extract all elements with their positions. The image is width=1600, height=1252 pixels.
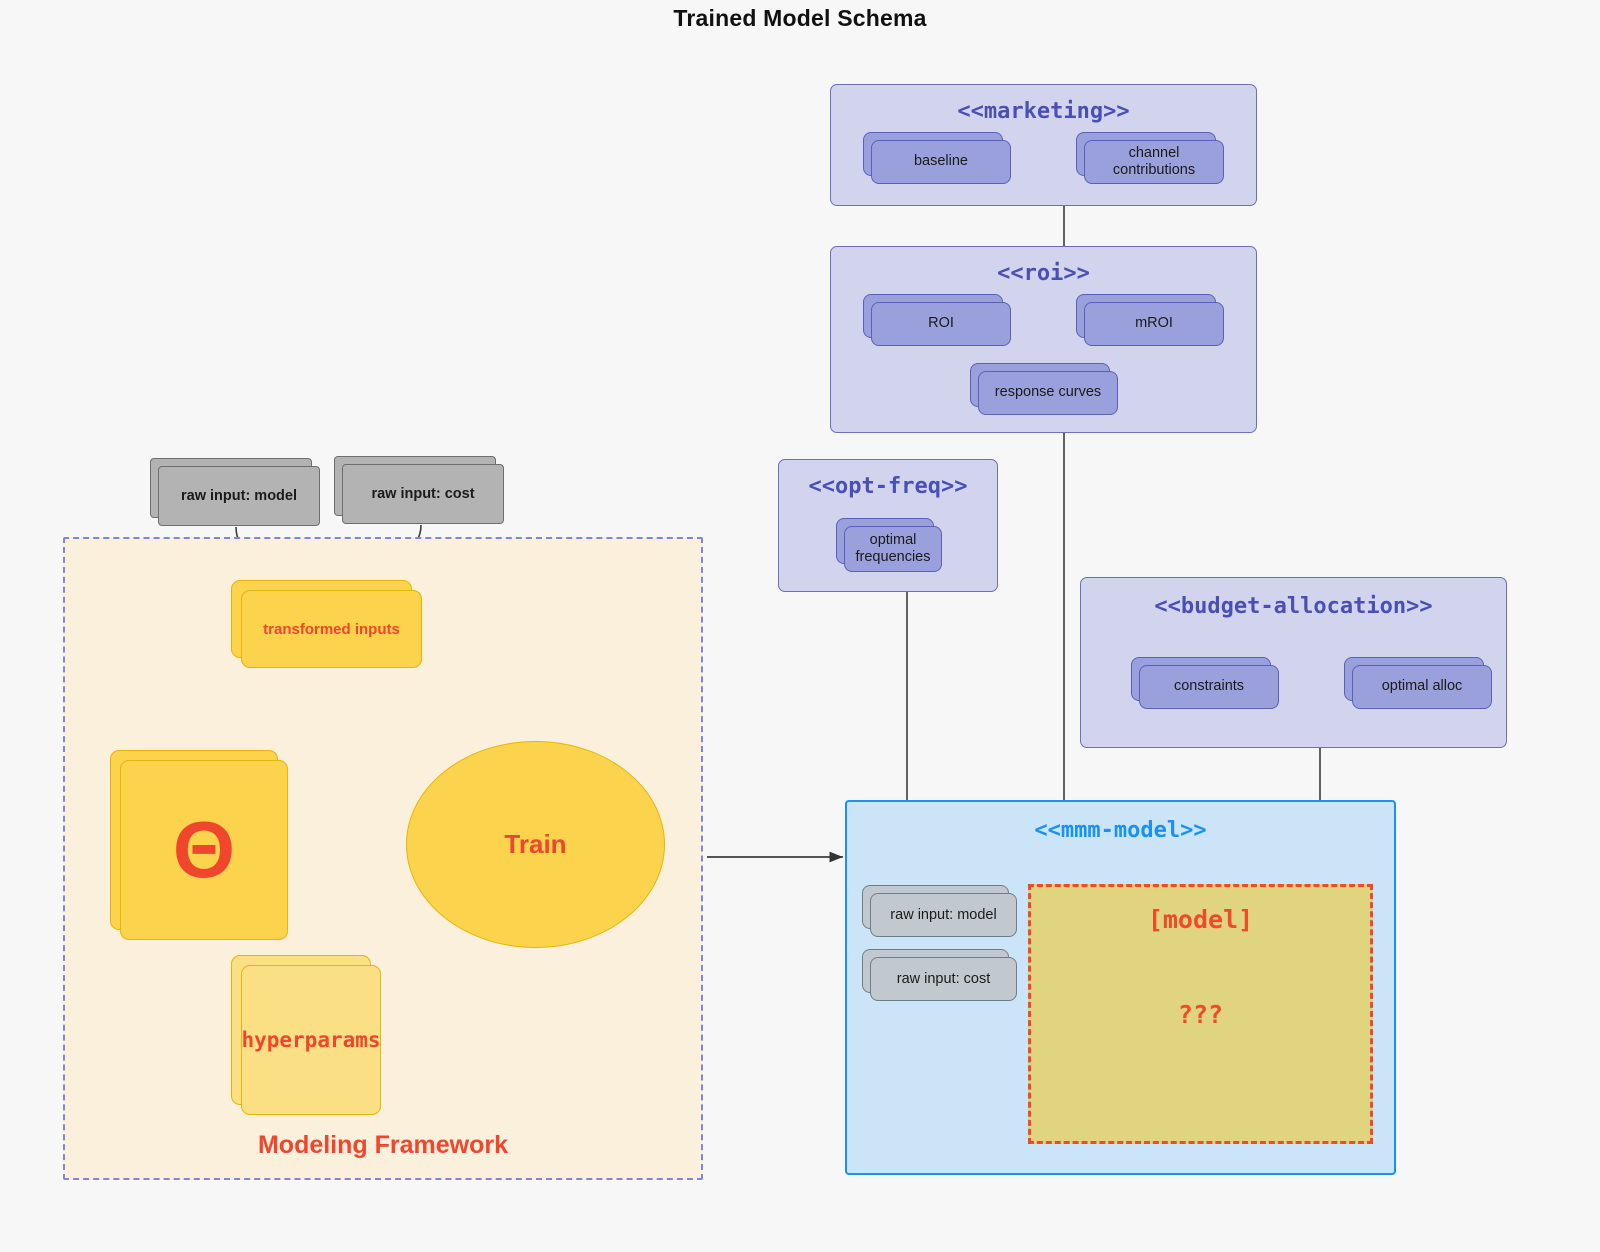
card-hyperparams-label: hyperparams — [241, 965, 381, 1115]
package-marketing-title: <<marketing>> — [957, 99, 1130, 124]
card-optimal-frequencies[interactable]: optimal frequencies — [836, 518, 942, 572]
card-baseline-label: baseline — [871, 140, 1011, 184]
card-optimal-frequencies-label: optimal frequencies — [844, 526, 942, 572]
card-raw-input-model-label: raw input: model — [158, 466, 320, 526]
card-transformed-inputs[interactable]: transformed inputs — [231, 580, 422, 668]
card-mmm-raw-input-cost[interactable]: raw input: cost — [862, 949, 1017, 1001]
card-mmm-raw-input-model-label: raw input: model — [870, 893, 1017, 937]
card-constraints-label: constraints — [1139, 665, 1279, 709]
package-marketing[interactable]: <<marketing>> baseline channel contribut… — [830, 84, 1257, 206]
model-unknown-label: ??? — [1177, 1000, 1224, 1029]
card-response-curves[interactable]: response curves — [970, 363, 1118, 415]
card-optimal-alloc[interactable]: optimal alloc — [1344, 657, 1492, 709]
optimal-frequencies-line2: frequencies — [855, 549, 931, 565]
card-transformed-inputs-label: transformed inputs — [241, 590, 422, 668]
train-node[interactable]: Train — [406, 741, 665, 948]
card-constraints[interactable]: constraints — [1131, 657, 1279, 709]
train-node-label: Train — [504, 829, 567, 859]
card-mmm-raw-input-cost-label: raw input: cost — [870, 957, 1017, 1001]
card-raw-input-cost-label: raw input: cost — [342, 464, 504, 524]
package-budget-allocation-title: <<budget-allocation>> — [1154, 594, 1433, 619]
card-response-curves-label: response curves — [978, 371, 1118, 415]
card-raw-input-cost[interactable]: raw input: cost — [334, 456, 504, 524]
theta-symbol: Θ — [120, 760, 288, 940]
card-roi-label: ROI — [871, 302, 1011, 346]
card-mroi-label: mROI — [1084, 302, 1224, 346]
card-channel-contributions[interactable]: channel contributions — [1076, 132, 1224, 184]
card-roi[interactable]: ROI — [863, 294, 1011, 346]
card-mroi[interactable]: mROI — [1076, 294, 1224, 346]
package-mmm-model-title: <<mmm-model>> — [1034, 818, 1207, 843]
modeling-framework-label: Modeling Framework — [257, 1131, 509, 1159]
package-mmm-model[interactable]: <<mmm-model>> raw input: model raw input… — [845, 800, 1396, 1175]
optimal-frequencies-line1: optimal — [869, 531, 917, 548]
package-budget-allocation[interactable]: <<budget-allocation>> constraints optima… — [1080, 577, 1507, 748]
card-hyperparams[interactable]: hyperparams — [231, 955, 381, 1115]
card-optimal-alloc-label: optimal alloc — [1352, 665, 1492, 709]
package-opt-freq[interactable]: <<opt-freq>> optimal frequencies — [778, 459, 998, 592]
package-roi[interactable]: <<roi>> ROI mROI response curves — [830, 246, 1257, 433]
model-placeholder-label: [model] — [1147, 905, 1254, 934]
page-title: Trained Model Schema — [673, 5, 927, 31]
card-channel-contributions-label: channel contributions — [1084, 140, 1224, 184]
card-raw-input-model[interactable]: raw input: model — [150, 458, 320, 526]
card-baseline[interactable]: baseline — [863, 132, 1011, 184]
model-placeholder-box[interactable]: [model] ??? — [1028, 884, 1373, 1144]
package-opt-freq-title: <<opt-freq>> — [808, 474, 968, 499]
card-mmm-raw-input-model[interactable]: raw input: model — [862, 885, 1017, 937]
package-roi-title: <<roi>> — [997, 261, 1090, 286]
card-theta[interactable]: Θ — [110, 750, 288, 940]
